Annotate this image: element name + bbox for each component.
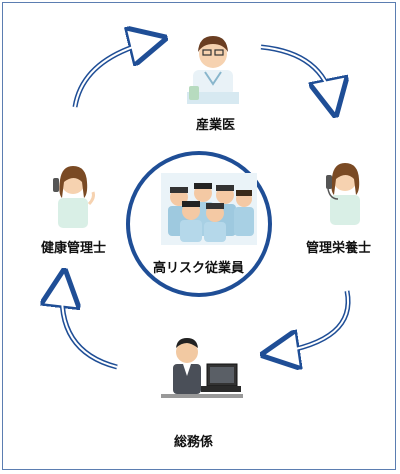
bottom-node-label: 総務係	[174, 435, 214, 450]
left-node-label: 健康管理士	[41, 241, 107, 256]
cycle-arrows	[3, 3, 397, 471]
office-worker-illustration	[161, 328, 243, 408]
right-node-label: 管理栄養士	[306, 241, 372, 256]
center-ellipse	[126, 151, 272, 297]
top-node-label: 産業医	[196, 118, 236, 133]
dietitian-illustration	[320, 155, 370, 230]
arrow-left-to-top	[72, 41, 153, 108]
center-node-label: 高リスク従業員	[153, 261, 245, 276]
employees-group-illustration	[161, 173, 257, 245]
health-manager-illustration	[47, 158, 99, 233]
diagram-frame: 高リスク従業員 産業医 管理栄養士	[2, 2, 396, 470]
doctor-illustration	[183, 28, 243, 108]
